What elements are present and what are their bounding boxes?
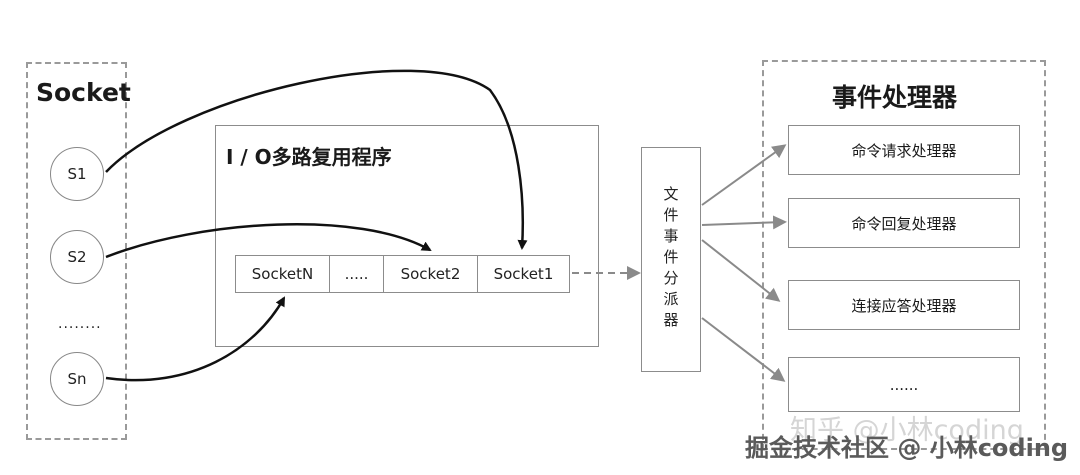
- socket-queue: SocketN ..... Socket2 Socket1: [235, 255, 570, 293]
- handler-connection-accept: 连接应答处理器: [788, 280, 1020, 330]
- arrow-sn-to-socketn: [105, 296, 286, 382]
- arrow-to-connection-accept: [701, 239, 781, 302]
- io-multiplexer-panel: [215, 125, 599, 347]
- arrow-to-command-request: [701, 144, 787, 206]
- arrow-s1-to-socket1: [105, 69, 528, 250]
- juejin-watermark: 掘金技术社区 @ 小林coding: [745, 434, 1069, 462]
- queue-cell-ellipsis: .....: [330, 256, 384, 292]
- arrow-to-handler-more: [701, 317, 786, 382]
- handler-more: ......: [788, 357, 1020, 412]
- arrow-s2-to-socket2: [105, 223, 432, 259]
- socket-sn: Sn: [50, 352, 104, 406]
- event-handlers-panel: [762, 60, 1046, 450]
- queue-cell-socketn: SocketN: [236, 256, 330, 292]
- file-event-dispatcher: 文件事件分派器: [641, 147, 701, 372]
- queue-cell-socket2: Socket2: [384, 256, 478, 292]
- socket-panel-title: Socket: [36, 78, 131, 107]
- event-handlers-title: 事件处理器: [832, 83, 958, 112]
- io-multiplexer-title: I / O多路复用程序: [226, 145, 392, 169]
- queue-cell-socket1: Socket1: [493, 265, 554, 283]
- handler-command-request: 命令请求处理器: [788, 125, 1020, 175]
- arrow-to-command-reply: [701, 215, 787, 230]
- socket-ellipsis: ........: [58, 316, 102, 332]
- socket-s2: S2: [50, 230, 104, 284]
- zhihu-watermark: 知乎 @小林coding: [790, 415, 1024, 446]
- socket-s1: S1: [50, 147, 104, 201]
- handler-command-reply: 命令回复处理器: [788, 198, 1020, 248]
